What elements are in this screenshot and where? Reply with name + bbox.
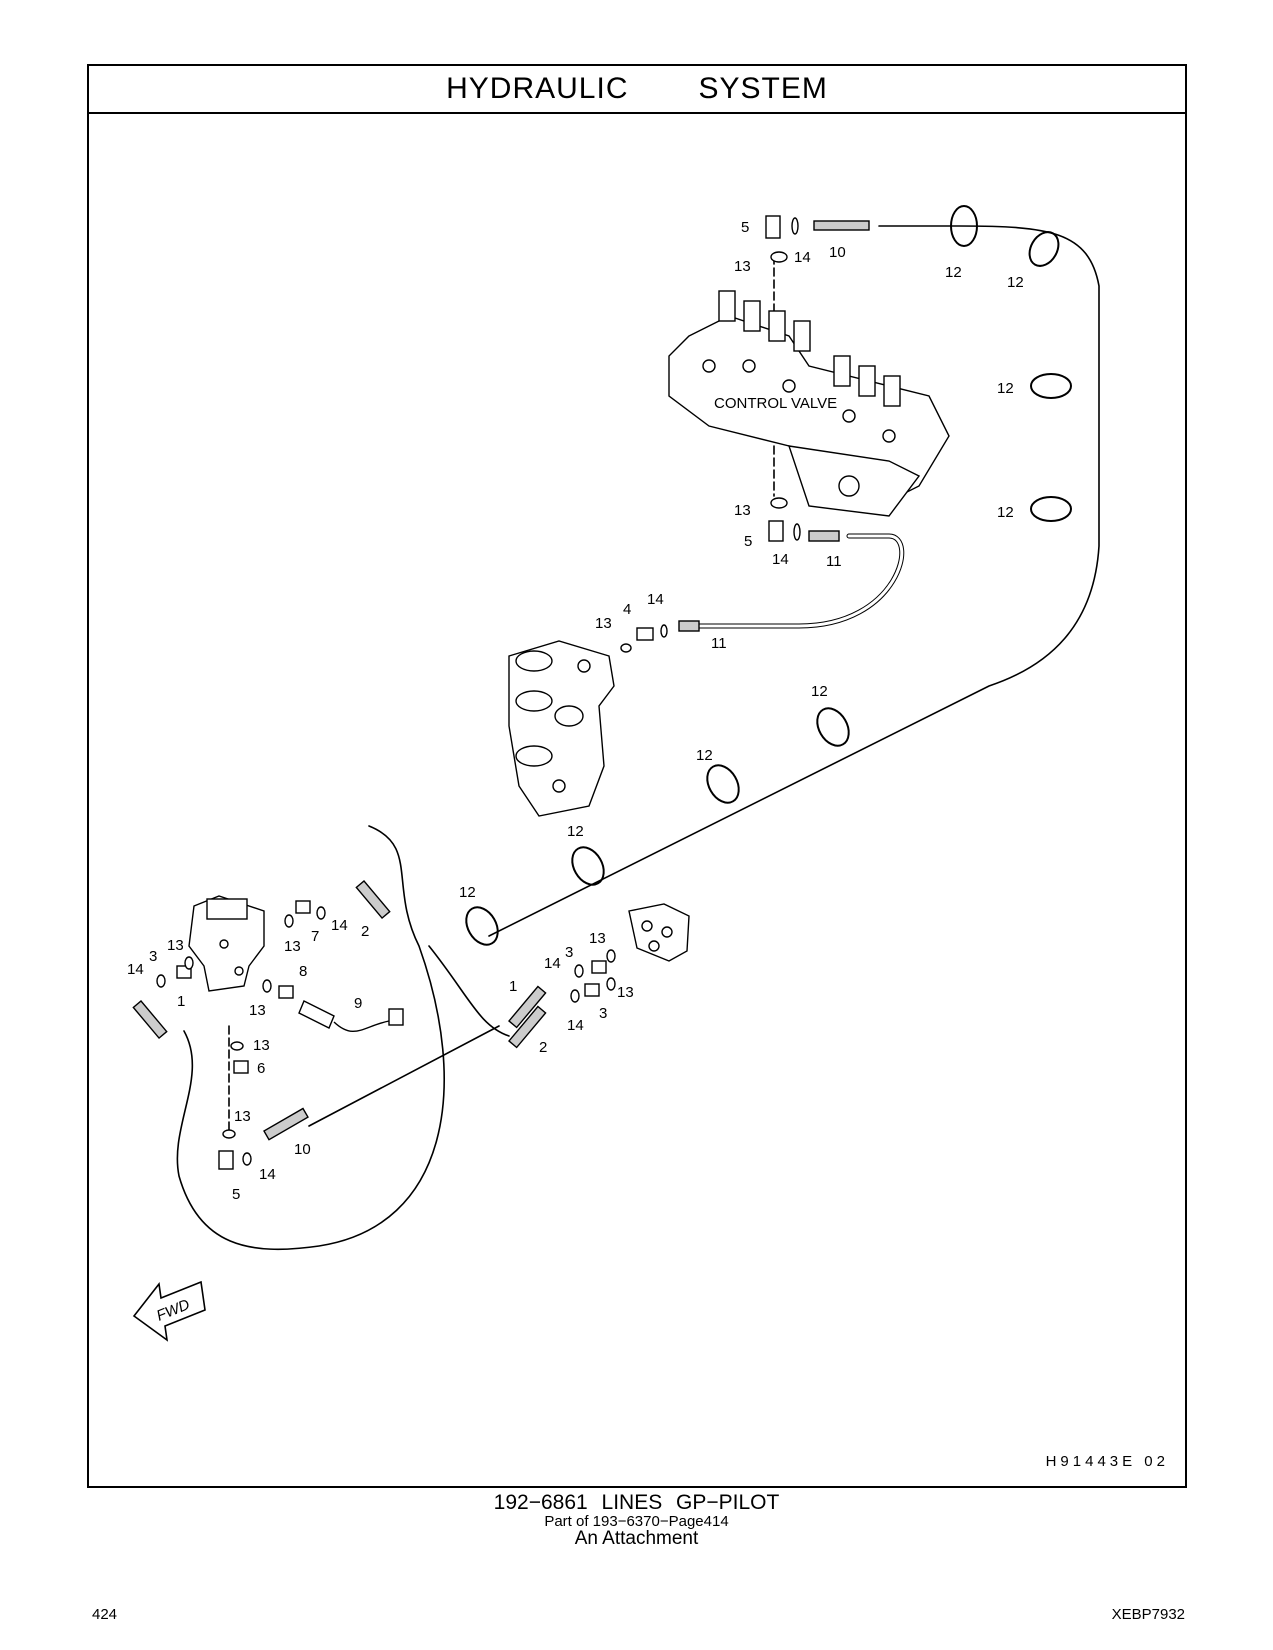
clamp-12 [950, 205, 978, 247]
callout-13: 13 [284, 938, 301, 955]
callout-5: 5 [741, 219, 749, 236]
callout-6: 6 [257, 1060, 265, 1077]
hose-2-upper [355, 880, 391, 920]
callout-4: 4 [623, 601, 631, 618]
callout-3: 3 [599, 1005, 607, 1022]
pilot-valve-block [508, 640, 615, 817]
pilot-line-main [488, 225, 1100, 937]
callout-14: 14 [794, 249, 811, 266]
title-bar: HYDRAULIC SYSTEM [89, 66, 1185, 114]
fitting-6 [233, 1060, 249, 1074]
callout-13: 13 [234, 1108, 251, 1125]
clamp-12 [706, 764, 740, 804]
fitting-3 [591, 960, 607, 974]
hydraulic-diagram: CONTROL VALVE [127, 205, 1100, 1342]
fitting-5 [768, 520, 784, 542]
callout-5: 5 [744, 533, 752, 550]
drawing-code: H91443E 02 [1045, 1453, 1169, 1470]
pilot-line-lower [308, 1025, 500, 1127]
callout-9: 9 [354, 995, 362, 1012]
callout-14: 14 [544, 955, 561, 972]
callout-7: 7 [311, 928, 319, 945]
callout-13: 13 [734, 258, 751, 275]
clamp-12 [1028, 231, 1060, 267]
hose-2-right [508, 1005, 547, 1049]
callout-14: 14 [259, 1166, 276, 1183]
callout-12: 12 [567, 823, 584, 840]
fitting-5 [218, 1150, 234, 1170]
clamp-12 [1030, 373, 1072, 399]
part-of: Part of 193−6370−Page414 [544, 1513, 729, 1530]
callout-14: 14 [567, 1017, 584, 1034]
hose-11-mid [678, 620, 700, 632]
hose-1-left [132, 1000, 168, 1040]
clamp-12 [816, 707, 850, 747]
right-valve-block [628, 903, 690, 962]
callout-2: 2 [539, 1039, 547, 1056]
callout-14: 14 [647, 591, 664, 608]
callout-12: 12 [997, 380, 1014, 397]
callout-13: 13 [249, 1002, 266, 1019]
part-title: 192−6861 LINES GP−PILOT [493, 1491, 780, 1514]
callout-5: 5 [232, 1186, 240, 1203]
fitting-8 [278, 985, 294, 999]
hose-10-lower [263, 1107, 309, 1141]
hose-10-top [813, 220, 870, 231]
hose-11-fitting [808, 530, 840, 542]
doc-id: XEBP7932 [1111, 1606, 1185, 1623]
callout-12: 12 [1007, 274, 1024, 291]
callout-3: 3 [149, 948, 157, 965]
hose-1-right [508, 985, 547, 1029]
callout-12: 12 [811, 683, 828, 700]
fitting-4 [636, 627, 654, 641]
callout-2: 2 [361, 923, 369, 940]
callout-10: 10 [294, 1141, 311, 1158]
clamp-12 [465, 906, 499, 946]
callout-14: 14 [772, 551, 789, 568]
callout-14: 14 [331, 917, 348, 934]
fitting-3 [584, 983, 600, 997]
page-number: 424 [92, 1606, 118, 1623]
callout-13: 13 [253, 1037, 270, 1054]
callout-13: 13 [617, 984, 634, 1001]
callout-8: 8 [299, 963, 307, 980]
hose-11-upper [686, 533, 905, 629]
fitting-7 [295, 900, 311, 914]
sensor-9 [298, 1000, 335, 1029]
callout-1: 1 [509, 978, 517, 995]
fwd-arrow-icon: FWD [132, 1280, 206, 1342]
attachment-note: An Attachment [574, 1528, 699, 1549]
page-title: HYDRAULIC SYSTEM [446, 72, 828, 105]
pilot-line-loop [176, 825, 445, 1251]
callout-13: 13 [167, 937, 184, 954]
callout-13: 13 [734, 502, 751, 519]
callout-13: 13 [595, 615, 612, 632]
callout-12: 12 [997, 504, 1014, 521]
caption: 192−6861 LINES GP−PILOT Part of 193−6370… [0, 1491, 1273, 1549]
diagram-frame: HYDRAULIC SYSTEM [87, 64, 1187, 1488]
callout-11: 11 [711, 635, 727, 652]
callout-13: 13 [589, 930, 606, 947]
callout-3: 3 [565, 944, 573, 961]
left-pilot-valve [188, 895, 265, 992]
control-valve [668, 290, 950, 517]
callout-14: 14 [127, 961, 144, 978]
clamp-12 [571, 846, 605, 886]
callout-11: 11 [826, 553, 842, 570]
hose-11-upper-inner [687, 534, 904, 628]
callout-10: 10 [829, 244, 846, 261]
callout-1: 1 [177, 993, 185, 1010]
fitting-5 [765, 215, 781, 239]
clamp-12 [1030, 496, 1072, 522]
sensor-9-cable [333, 1020, 390, 1032]
callout-12: 12 [945, 264, 962, 281]
sensor-9-connector [388, 1008, 404, 1026]
callout-12: 12 [459, 884, 476, 901]
pilot-line-mid [428, 945, 510, 1037]
control-valve-label: CONTROL VALVE [714, 395, 837, 412]
callout-12: 12 [696, 747, 713, 764]
